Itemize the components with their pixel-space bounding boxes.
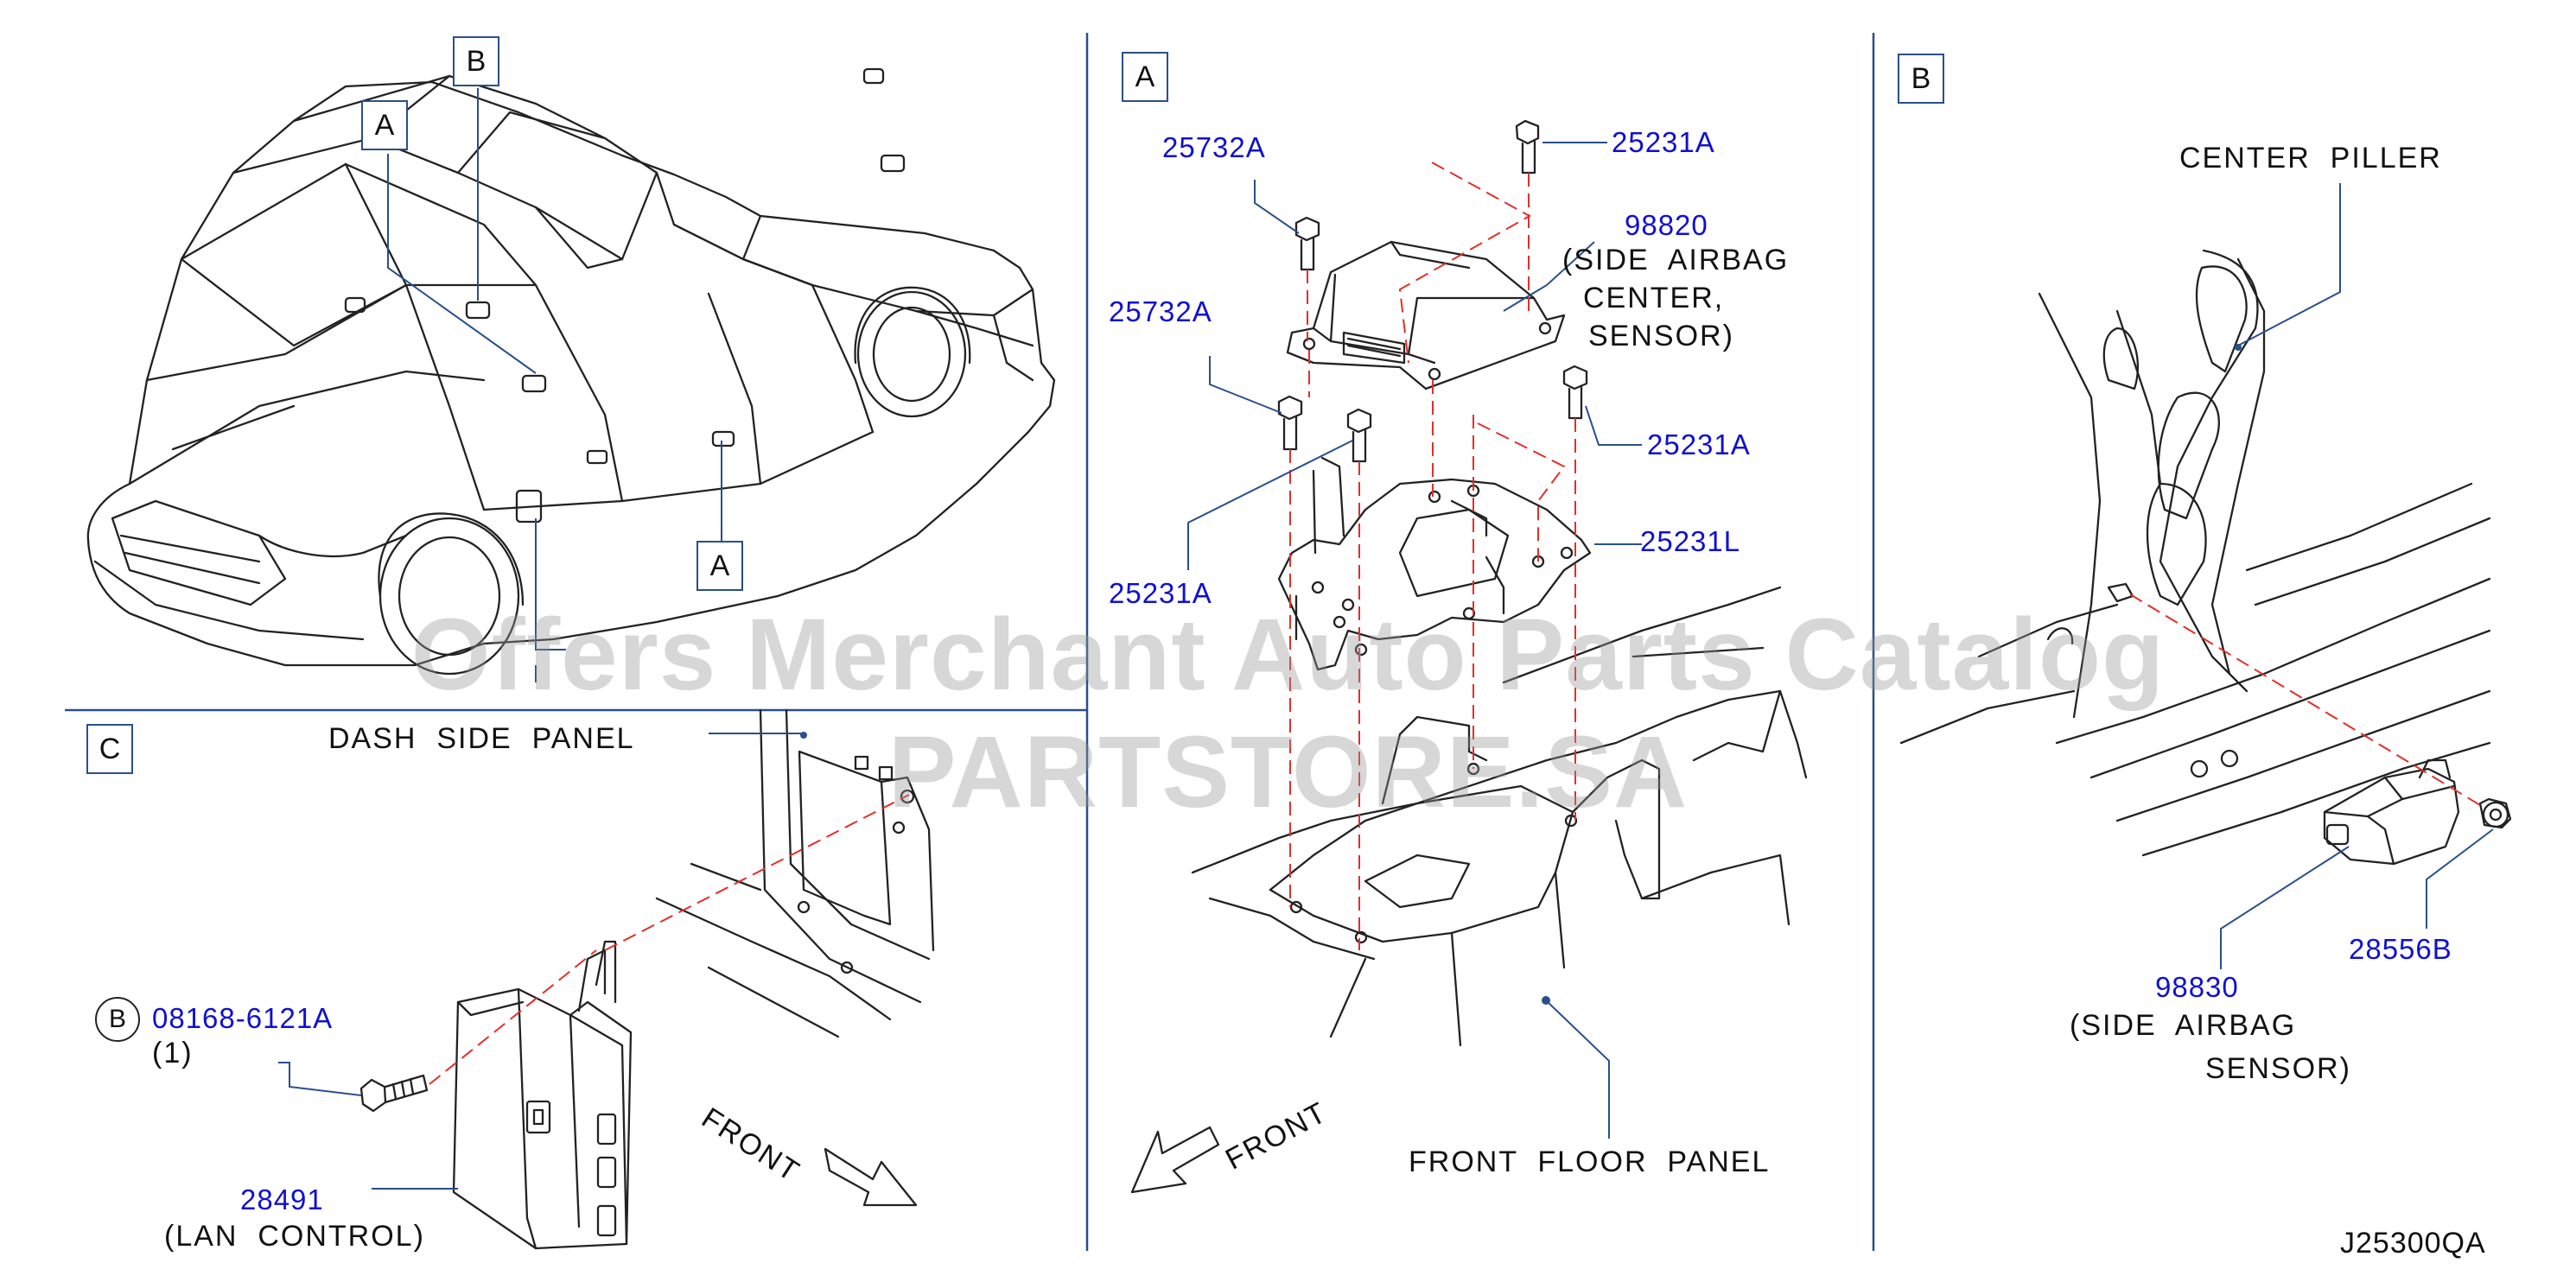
side-sensor-part-number[interactable]: 98830 bbox=[2155, 971, 2239, 1003]
center-sensor-part-number[interactable]: 98820 bbox=[1625, 209, 1708, 241]
diagram-code: J25300QA bbox=[2340, 1227, 2486, 1260]
bracket-part-number[interactable]: 25231L bbox=[1640, 525, 1741, 557]
center-sensor-desc-3: SENSOR) bbox=[1588, 320, 1734, 352]
section-a-tag: A bbox=[1122, 52, 1168, 102]
section-a-illustration bbox=[1130, 119, 1808, 1194]
section-b-tag: B bbox=[1898, 54, 1944, 104]
section-c-tag: C bbox=[86, 724, 133, 774]
car-overview-illustration bbox=[86, 67, 1056, 676]
section-b-guides bbox=[2129, 183, 2494, 969]
side-sensor-desc-1: (SIDE AIRBAG bbox=[2070, 1009, 2297, 1042]
dash-side-panel-label: DASH SIDE PANEL bbox=[328, 722, 635, 755]
overview-leaders bbox=[387, 88, 722, 682]
bolt-ref-circle: B bbox=[95, 997, 140, 1042]
bolt-lower-left-part-number[interactable]: 25231A bbox=[1109, 577, 1212, 609]
nut-part-number[interactable]: 28556B bbox=[2349, 933, 2452, 965]
callout-b: B bbox=[453, 36, 499, 86]
bolt-quantity: (1) bbox=[152, 1037, 194, 1069]
section-b-illustration bbox=[1899, 249, 2512, 866]
callout-a-top: A bbox=[361, 100, 408, 150]
lan-control-part-number[interactable]: 28491 bbox=[240, 1184, 324, 1215]
lan-control-description: (LAN CONTROL) bbox=[164, 1220, 425, 1253]
center-sensor-desc-2: CENTER, bbox=[1583, 282, 1725, 314]
section-c-guides bbox=[278, 732, 910, 1190]
side-sensor-desc-2: SENSOR) bbox=[2205, 1052, 2351, 1085]
panel-dividers bbox=[65, 33, 1875, 1251]
section-c-illustration bbox=[359, 708, 935, 1250]
bolt-part-number[interactable]: 08168-6121A bbox=[152, 1002, 334, 1034]
bolt-top-right-part-number[interactable]: 25231A bbox=[1612, 126, 1715, 158]
center-piller-label: CENTER PILLER bbox=[2179, 142, 2442, 175]
bolt-mid-right-part-number[interactable]: 25231A bbox=[1647, 428, 1751, 460]
front-floor-panel-label: FRONT FLOOR PANEL bbox=[1409, 1146, 1771, 1178]
bolt-mid-left-part-number[interactable]: 25732A bbox=[1109, 295, 1212, 327]
bolt-upper-left-part-number[interactable]: 25732A bbox=[1162, 131, 1266, 163]
section-a-leaders bbox=[1187, 142, 1642, 1139]
section-a-guides bbox=[1289, 162, 1576, 950]
center-sensor-desc-1: (SIDE AIRBAG bbox=[1562, 244, 1790, 276]
callout-a-door: A bbox=[696, 541, 743, 591]
